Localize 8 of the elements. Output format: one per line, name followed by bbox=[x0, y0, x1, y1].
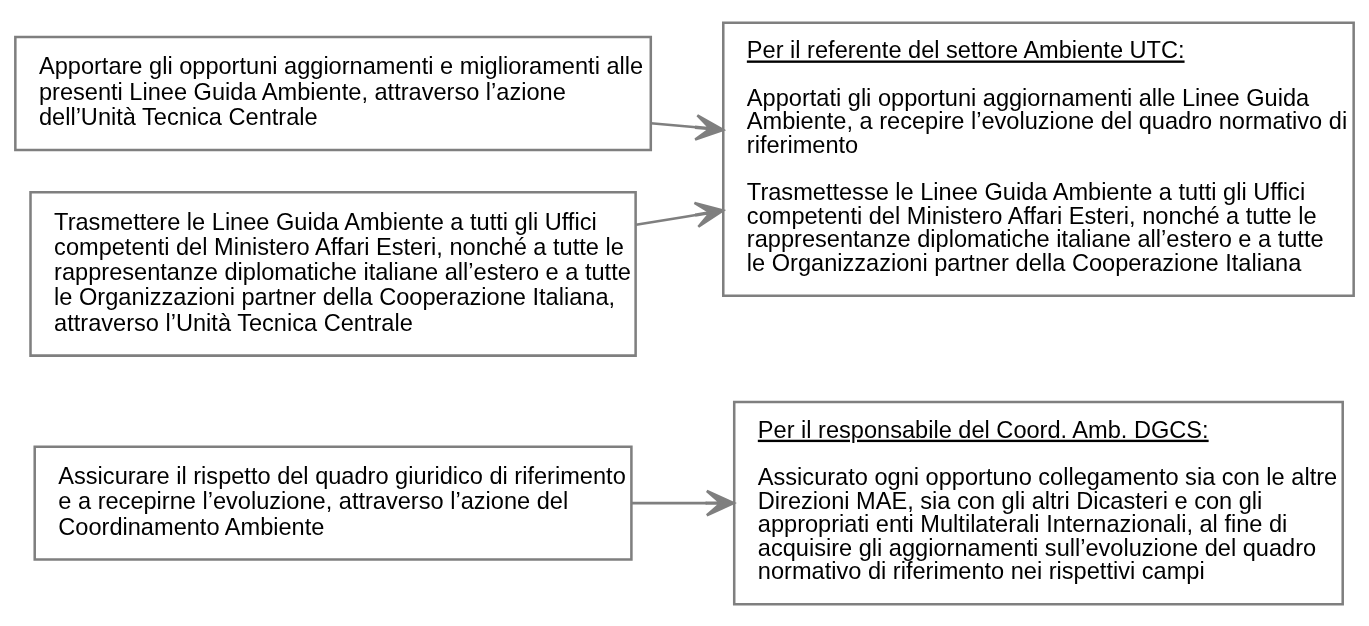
node-box: Per il responsabile del Coord. Amb. DGCS: Assicurato ogni opportuno collegamento sia con le altre Direzioni MAE, sia con gli altri Dicasteri e con gli appropriati enti Multilaterali Internazionali, al fine di acquisire gli aggiornamenti sull’evoluzione del quadro normativo di riferimento nei rispettivi campi bbox=[732, 400, 1344, 606]
node-box: Per il referente del settore Ambiente UTC: Apportati gli opportuni aggiornamenti alle Linee Guida Ambiente, a recepire l’evoluzione del quadro normativo di riferimento Trasmettesse le Linee Guida Ambiente a tutti gli Uffici competenti del Ministero Affari Esteri, nonché a tutte le rappresentanze diplomatiche italiane all’estero e a tutte le Organizzazioni partner della Cooperazione Italiana bbox=[722, 20, 1355, 297]
node-box: Apportare gli opportuni aggiornamenti e miglioramenti alle presenti Linee Guida Ambiente, attraverso l’azione dell’Unità Tecnica Centrale bbox=[14, 35, 653, 151]
arrow bbox=[635, 201, 725, 228]
node-box: Trasmettere le Linee Guida Ambiente a tutti gli Uffici competenti del Ministero Affari Esteri, nonché a tutte le rappresentanze diplomatiche italiane all’estero e a tutte le Organizzazioni partner della Cooperazione Italiana, attraverso l’Unità Tecnica Centrale bbox=[29, 190, 637, 357]
node-box: Assicurare il rispetto del quadro giuridico di riferimento e a recepirne l’evoluzione, attraverso l’azione del Coordinamento Ambiente bbox=[33, 444, 633, 561]
arrow bbox=[631, 489, 736, 517]
arrow bbox=[650, 113, 725, 141]
